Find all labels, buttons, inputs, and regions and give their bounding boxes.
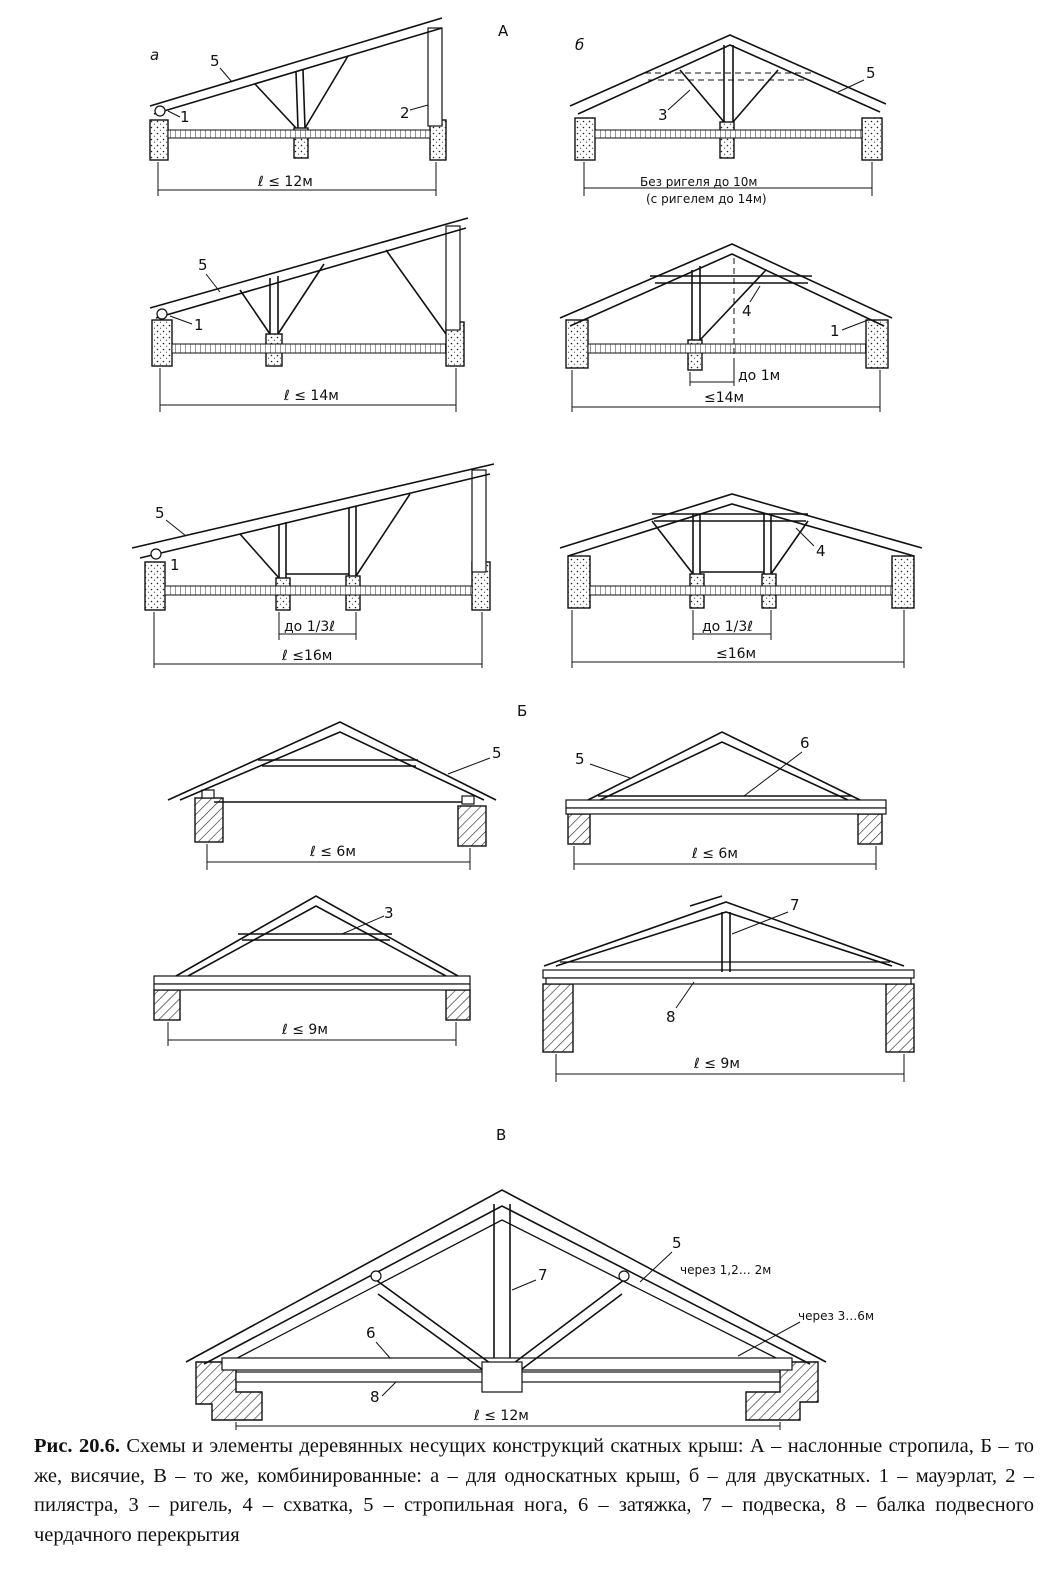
label-5-b1: 5	[866, 64, 876, 82]
dim-do-1m: до 1м	[738, 368, 780, 384]
label-1-b2: 1	[830, 322, 840, 340]
dim-l-6-a: ℓ ≤ 6м	[309, 844, 356, 860]
label-3-B3: 3	[384, 904, 394, 922]
label-1-a3: 1	[170, 556, 180, 574]
dim-le-14: ≤14м	[704, 390, 744, 406]
dim-do-1-3l-left: до 1/3ℓ	[284, 619, 335, 635]
diagram-b3-gable-16m	[559, 493, 923, 609]
diagram-b-hanging-6m-b	[565, 731, 887, 845]
label-6: 6	[800, 734, 810, 752]
roof-structures-diagram: А а б Б В 1 2 5 ℓ ≤ 12м	[131, 17, 923, 1430]
dim-l-6-b: ℓ ≤ 6м	[691, 846, 738, 862]
label-2: 2	[400, 104, 410, 122]
label-6-V: 6	[366, 1324, 376, 1342]
diagram-b1-gable-10m	[569, 34, 887, 161]
diagram-b-hanging-6m-a	[167, 721, 497, 847]
label-7: 7	[790, 896, 800, 914]
dim-l-12: ℓ ≤ 12м	[257, 174, 313, 190]
dim-l-9-b: ℓ ≤ 9м	[693, 1056, 740, 1072]
label-5-V: 5	[672, 1234, 682, 1252]
dim-l-16: ℓ ≤16м	[281, 648, 332, 664]
label-5-a3: 5	[155, 504, 165, 522]
label-5-B1: 5	[492, 744, 502, 762]
caption-title: Рис. 20.6.	[34, 1435, 120, 1457]
diagram-b2-gable-14m	[559, 243, 893, 371]
label-1: 1	[180, 108, 190, 126]
dim-with-rigel: (с ригелем до 14м)	[646, 192, 767, 206]
label-4: 4	[742, 302, 752, 320]
diagram-a3-monopitch-16m	[131, 463, 495, 611]
label-5: 5	[210, 52, 220, 70]
sub-b-label: б	[575, 36, 584, 54]
dim-no-rigel: Без ригеля до 10м	[640, 175, 757, 189]
diagram-v-combined-12m	[185, 1189, 827, 1421]
label-8-V: 8	[370, 1388, 380, 1406]
label-5-B2: 5	[575, 750, 585, 768]
diagram-a1-monopitch-12m	[149, 17, 447, 161]
dim-l-14: ℓ ≤ 14м	[283, 388, 339, 404]
dim-le-16: ≤16м	[716, 646, 756, 662]
caption-text: Схемы и элементы деревянных несущих конс…	[34, 1435, 1035, 1546]
diagram-a2-monopitch-14m	[149, 217, 469, 367]
sub-a-label: а	[150, 46, 159, 64]
dim-cherez-1-2: через 1,2… 2м	[680, 1263, 771, 1277]
dim-do-1-3l-right: до 1/3ℓ	[702, 619, 753, 635]
label-7-V: 7	[538, 1266, 548, 1284]
label-4-b3: 4	[816, 542, 826, 560]
label-3: 3	[658, 106, 668, 124]
label-8: 8	[666, 1008, 676, 1026]
diagram-b-hanging-9m-b	[542, 895, 915, 1053]
section-v-label: В	[496, 1126, 506, 1144]
section-a-label: А	[498, 22, 509, 40]
diagram-b-hanging-9m-a	[153, 895, 471, 1021]
figure-caption: Рис. 20.6. Схемы и элементы деревянных н…	[34, 1432, 1034, 1550]
section-b-label: Б	[517, 702, 527, 720]
dim-l-9-a: ℓ ≤ 9м	[281, 1022, 328, 1038]
label-1-a2: 1	[194, 316, 204, 334]
dim-l-12-V: ℓ ≤ 12м	[473, 1408, 529, 1424]
label-5-a2: 5	[198, 256, 208, 274]
dim-cherez-3-6: через 3…6м	[798, 1309, 874, 1323]
